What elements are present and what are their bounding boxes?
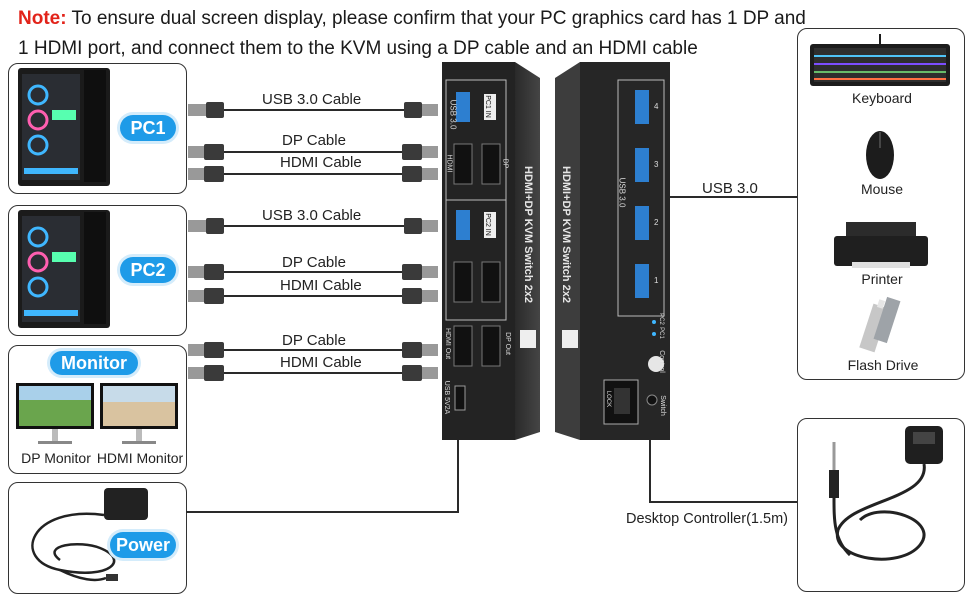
kvm-front-switch-label: Switch bbox=[658, 395, 666, 416]
mon-dp-cable-label: DP Cable bbox=[282, 332, 346, 349]
cables bbox=[186, 109, 797, 513]
note: Note: To ensure dual screen display, ple… bbox=[18, 4, 818, 64]
kvm-power-label: USB 5V2A bbox=[443, 380, 451, 415]
pc2-label: PC2 bbox=[120, 257, 176, 283]
desktop-controller-caption: Desktop Controller(1.5m) bbox=[626, 511, 788, 527]
flash-drive-icon bbox=[859, 296, 901, 353]
kvm-front-port-1: 1 bbox=[654, 276, 659, 285]
pc1-dp-cable-label: DP Cable bbox=[282, 132, 346, 149]
pc2-dp-cable-label: DP Cable bbox=[282, 254, 346, 271]
mouse-icon bbox=[866, 131, 894, 179]
note-text: To ensure dual screen display, please co… bbox=[18, 8, 806, 59]
power-adapter-icon bbox=[31, 488, 148, 582]
kvm-usb-in-label: USB 3.0 bbox=[448, 99, 458, 130]
kvm-side-text-back: HDMI+DP KVM Switch 2x2 bbox=[522, 166, 534, 304]
mouse-caption: Mouse bbox=[860, 181, 904, 197]
kvm-pc1-in-label: PC1 IN bbox=[483, 95, 491, 118]
kvm-hdmi-label: HDMI bbox=[445, 154, 453, 173]
keyboard-caption: Keyboard bbox=[852, 90, 912, 106]
kvm-front-toggle-label: LOCK bbox=[605, 390, 612, 408]
pc1-label: PC1 bbox=[120, 115, 176, 141]
kvm-hdmi-out-label: HDMI Out bbox=[444, 327, 452, 360]
power-label: Power bbox=[110, 532, 176, 558]
printer-caption: Printer bbox=[861, 271, 903, 287]
monitor-label: Monitor bbox=[50, 351, 138, 375]
printer-icon bbox=[834, 222, 928, 268]
pc1-tower-icon bbox=[18, 68, 110, 186]
kvm-front-unit bbox=[555, 62, 670, 440]
kvm-front-usb-label: USB 3.0 bbox=[617, 177, 627, 208]
pc1-hdmi-cable-label: HDMI Cable bbox=[280, 154, 362, 171]
pc2-usb-cable-label: USB 3.0 Cable bbox=[262, 207, 362, 224]
kvm-front-port-2: 2 bbox=[654, 218, 659, 227]
pc2-hdmi-cable-label: HDMI Cable bbox=[280, 277, 362, 294]
kvm-dp-out-label: DP Out bbox=[503, 332, 511, 355]
usb30-hub-label: USB 3.0 bbox=[702, 180, 758, 197]
cable-connectors bbox=[188, 102, 438, 381]
hdmi-monitor-icon bbox=[100, 383, 178, 444]
flash-drive-caption: Flash Drive bbox=[847, 357, 919, 373]
kvm-front-control-label: Control bbox=[657, 350, 665, 373]
kvm-back-unit bbox=[442, 62, 540, 440]
dp-monitor-icon bbox=[16, 383, 94, 444]
pc1-usb-cable-label: USB 3.0 Cable bbox=[262, 91, 362, 108]
mon-hdmi-cable-label: HDMI Cable bbox=[280, 354, 362, 371]
hdmi-monitor-caption: HDMI Monitor bbox=[96, 450, 184, 466]
keyboard-icon bbox=[810, 34, 950, 86]
kvm-pc2-in-label: PC2 IN bbox=[483, 213, 491, 236]
pc2-tower-icon bbox=[18, 210, 110, 328]
kvm-front-port-4: 4 bbox=[654, 102, 659, 111]
kvm-front-pc1-led-label: PC1 bbox=[657, 327, 664, 339]
dp-monitor-caption: DP Monitor bbox=[21, 450, 91, 466]
kvm-dp-label: DP bbox=[501, 158, 509, 169]
note-label: Note: bbox=[18, 8, 67, 29]
desktop-controller-icon bbox=[829, 426, 943, 561]
kvm-side-text-front: HDMI+DP KVM Switch 2x2 bbox=[560, 166, 572, 304]
kvm-front-pc2-led-label: PC2 bbox=[657, 313, 664, 325]
kvm-front-port-3: 3 bbox=[654, 160, 659, 169]
